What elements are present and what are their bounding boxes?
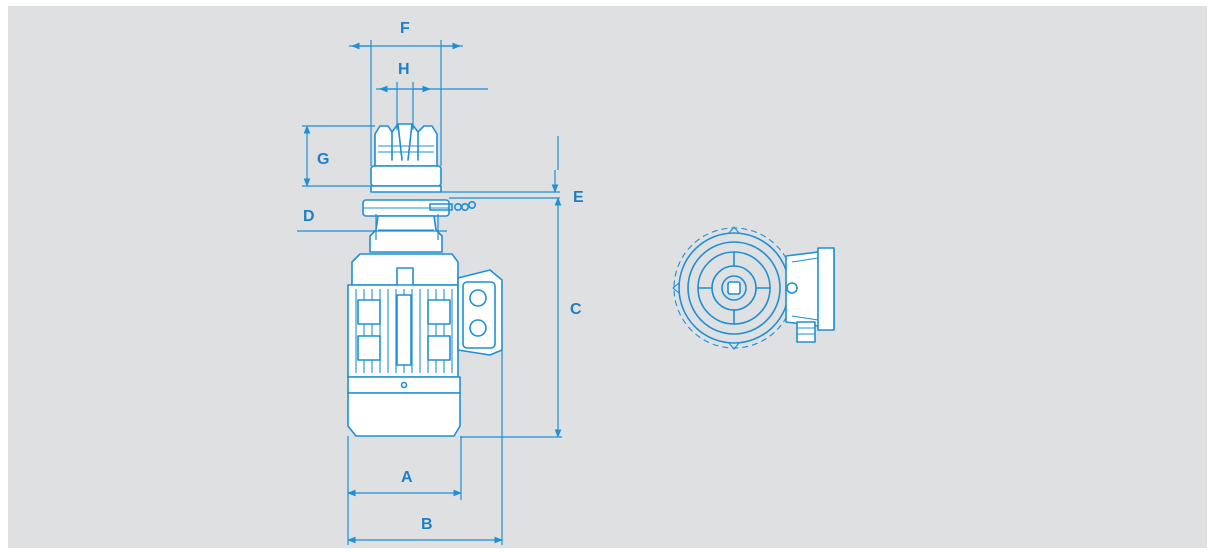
label-g: G xyxy=(317,151,329,168)
label-a: A xyxy=(401,469,413,486)
dimension-labels: F H G D E C A B xyxy=(303,20,584,533)
label-b: B xyxy=(421,516,433,533)
label-c: C xyxy=(570,301,582,318)
label-h: H xyxy=(398,61,410,78)
dimension-lines xyxy=(297,40,562,545)
motor-top-view xyxy=(672,226,835,350)
label-e: E xyxy=(573,189,584,206)
label-f: F xyxy=(400,20,410,37)
drawing-canvas xyxy=(8,6,1207,548)
motor-side-view xyxy=(347,123,503,437)
label-d: D xyxy=(303,208,315,225)
